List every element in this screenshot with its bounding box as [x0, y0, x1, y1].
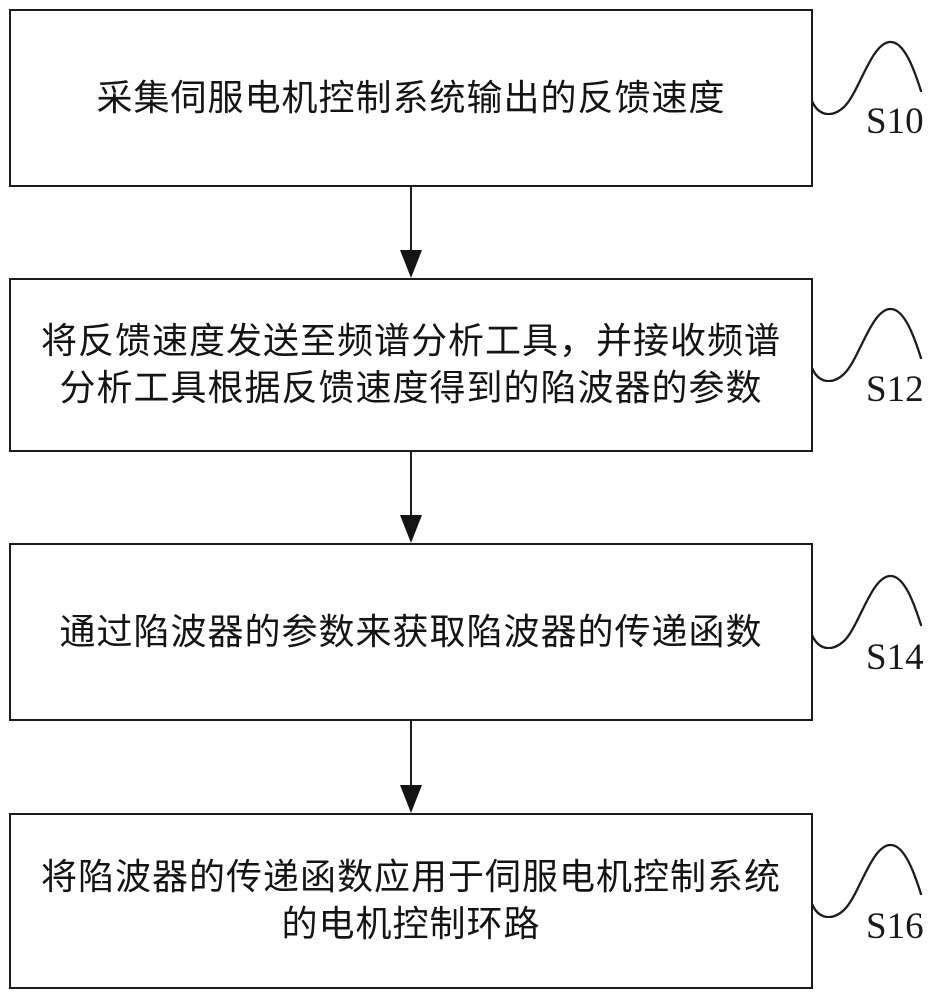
- s-curve-icon: [811, 574, 923, 649]
- step-connector-curve-s12: [811, 302, 926, 382]
- step-text: 将反馈速度发送至频谱分析工具，并接收频谱: [40, 321, 781, 361]
- step-box-s10: 采集伺服电机控制系统输出的反馈速度: [9, 9, 813, 187]
- step-connector-curve-s14: [811, 569, 926, 649]
- step-connector-curve-s10: [811, 35, 926, 115]
- step-label-s10: S10: [866, 101, 924, 142]
- step-box-s12: 将反馈速度发送至频谱分析工具，并接收频谱 分析工具根据反馈速度得到的陷波器的参数: [9, 278, 813, 452]
- arrow-line: [410, 187, 412, 252]
- flow-arrow-1: [398, 187, 424, 278]
- step-label-s14: S14: [866, 637, 924, 678]
- step-text: 分析工具根据反馈速度得到的陷波器的参数: [59, 368, 763, 408]
- step-box-s16: 将陷波器的传递函数应用于伺服电机控制系统 的电机控制环路: [9, 813, 813, 989]
- s-curve-icon: [811, 843, 923, 918]
- arrow-line: [410, 721, 412, 787]
- step-text: 通过陷波器的参数来获取陷波器的传递函数: [59, 611, 763, 652]
- s-curve-icon: [811, 40, 923, 115]
- arrow-head-icon: [400, 785, 422, 813]
- step-label-s12: S12: [866, 369, 924, 410]
- step-label-s16: S16: [866, 906, 924, 947]
- s-curve-icon: [811, 307, 923, 382]
- step-text: 将陷波器的传递函数应用于伺服电机控制系统: [40, 857, 781, 897]
- arrow-head-icon: [400, 250, 422, 278]
- flow-arrow-3: [398, 721, 424, 813]
- arrow-head-icon: [400, 515, 422, 543]
- step-text: 的电机控制环路: [281, 904, 541, 944]
- step-box-s14: 通过陷波器的参数来获取陷波器的传递函数: [9, 543, 813, 721]
- arrow-line: [410, 452, 412, 517]
- step-connector-curve-s16: [811, 838, 926, 918]
- flow-arrow-2: [398, 452, 424, 543]
- step-text: 采集伺服电机控制系统输出的反馈速度: [96, 77, 726, 118]
